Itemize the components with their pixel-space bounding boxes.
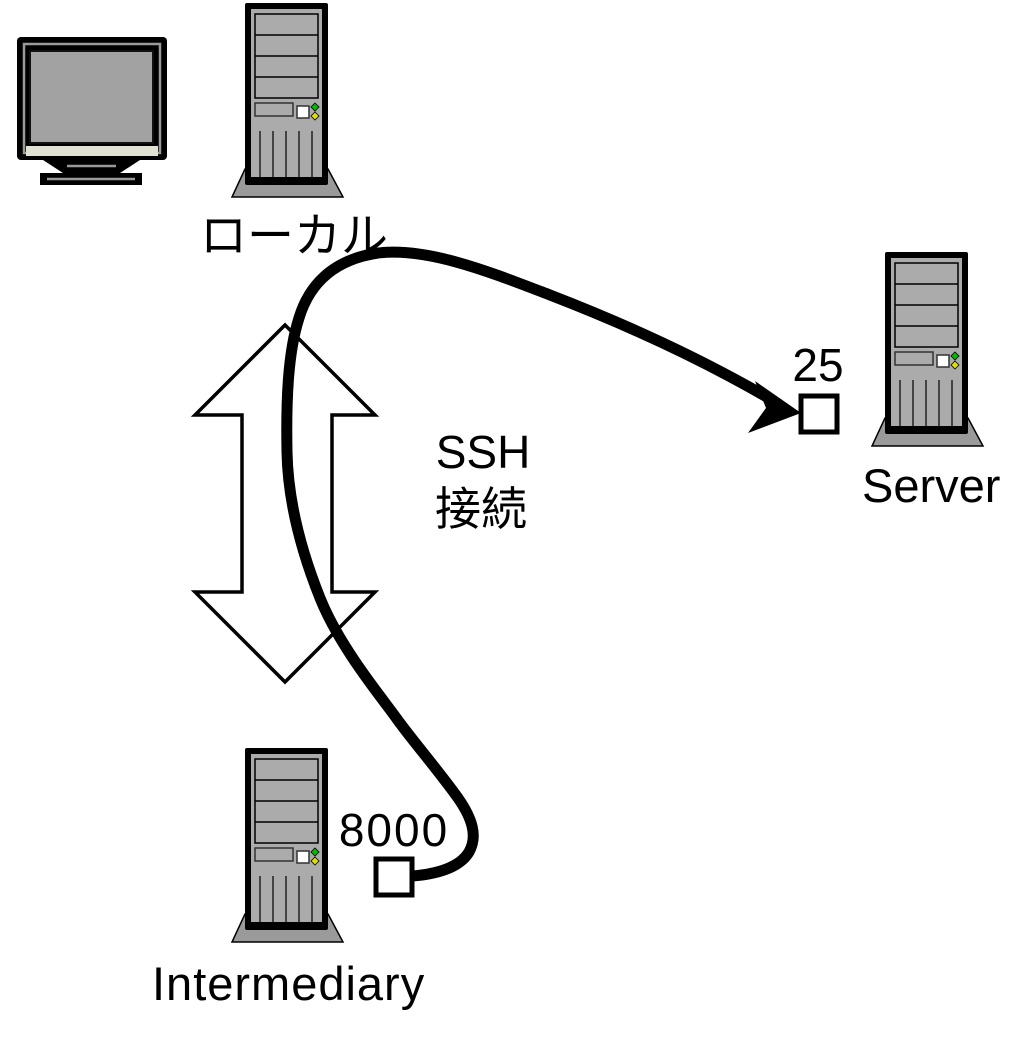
local-label: ローカル [200, 209, 388, 262]
server-port-box [798, 393, 840, 435]
intermediary-port-box [373, 856, 415, 898]
local-tower-icon [231, 2, 344, 198]
intermediary-tower-icon [231, 747, 344, 943]
server-port-label: 25 [792, 339, 843, 391]
ssh-label-line1: SSH [436, 426, 531, 478]
server-label: Server [862, 459, 1000, 512]
intermediary-label: Intermediary [152, 957, 425, 1010]
forward-connection-line [281, 246, 775, 882]
server-tower-icon [871, 251, 984, 447]
intermediary-port-label: 8000 [339, 804, 449, 856]
ssh-double-arrow [190, 322, 380, 685]
monitor-icon [17, 37, 167, 185]
forward-arrowhead-icon [748, 381, 801, 433]
ssh-label-line2: 接続 [435, 483, 527, 535]
